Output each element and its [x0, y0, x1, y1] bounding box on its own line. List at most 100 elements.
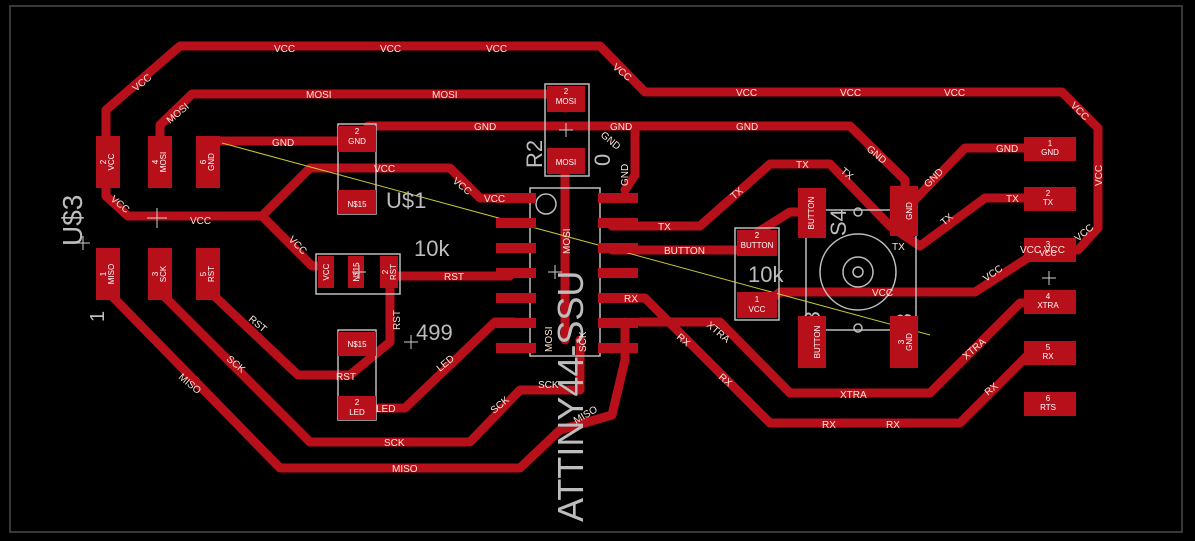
svg-text:3: 3 [897, 339, 906, 344]
svg-text:MOSI: MOSI [556, 97, 576, 106]
r2-pad-bottom[interactable]: MOSI [547, 148, 585, 174]
attiny-right-pads[interactable] [598, 193, 638, 353]
svg-text:SCK: SCK [159, 265, 168, 282]
net-label-vcc: VCC [736, 88, 757, 99]
net-label-vcc: VCC [486, 44, 507, 55]
u3-pin-one-label: 1 [87, 311, 109, 322]
svg-text:2: 2 [755, 231, 760, 240]
res-499-pad-led[interactable]: 2 LED [338, 396, 376, 420]
switch-pad-button-top[interactable]: BUTTON [798, 188, 826, 238]
svg-text:2: 2 [1046, 189, 1051, 198]
attiny-mosi-label: MOSI [562, 228, 573, 254]
svg-text:TX: TX [1043, 198, 1054, 207]
net-label-mosi: MOSI [432, 90, 458, 101]
u1-ref-label: U$1 [386, 188, 426, 213]
led-top-pad-n15[interactable]: N$15 [338, 190, 376, 214]
svg-text:6: 6 [199, 159, 208, 164]
component-u1-group[interactable]: U$1 2 GND N$15 10k VCC N$15 2 RST [315, 123, 453, 421]
ftdi-pad-xtra[interactable]: 4 XTRA [1024, 290, 1076, 314]
ftdi-pad-rx[interactable]: 5 RX [1024, 341, 1076, 365]
net-label-vcc: VCC [374, 164, 395, 175]
net-label-tx: TX [1006, 194, 1019, 205]
svg-text:3: 3 [151, 271, 160, 276]
u3-pad-gnd[interactable]: 6 GND [196, 136, 220, 188]
button-res-pad-vcc[interactable]: 1 VCC [737, 292, 777, 318]
attiny-sck-label: SCK [578, 331, 589, 352]
net-label-rx: RX [886, 420, 900, 431]
net-label-rst: RST [444, 272, 464, 283]
net-label-tx: TX [892, 242, 905, 253]
ftdi-pad-vcc[interactable]: 3 VCC [1024, 238, 1076, 262]
button-res-pad-button[interactable]: 2 BUTTON [737, 230, 777, 256]
attiny-left-pads[interactable] [496, 193, 536, 353]
svg-text:N$15: N$15 [347, 340, 367, 349]
switch-pad-button-bottom[interactable]: BUTTON [798, 316, 826, 368]
svg-text:GND: GND [905, 333, 914, 351]
u3-pad-rst[interactable]: 5 RST [196, 248, 220, 300]
net-label-sck: SCK [384, 438, 405, 449]
svg-text:N$15: N$15 [347, 200, 367, 209]
net-label-vcc: VCC [840, 88, 861, 99]
svg-text:2: 2 [564, 87, 569, 96]
net-label-vcc: VCC [944, 88, 965, 99]
component-ftdi-header[interactable]: 1 GND 2 TX 3 VCC 4 XTRA 5 RX 6 RTS [1024, 137, 1076, 416]
svg-text:2: 2 [355, 127, 360, 136]
svg-text:2: 2 [381, 269, 390, 274]
ftdi-pad-tx[interactable]: 2 TX [1024, 187, 1076, 211]
svg-text:GND: GND [348, 137, 366, 146]
r2-outline [544, 83, 590, 177]
u3-pad-miso[interactable]: 1 MISO [96, 248, 120, 300]
u3-pad-mosi[interactable]: 4 MOSI [148, 136, 172, 188]
svg-text:XTRA: XTRA [1037, 301, 1059, 310]
net-label-vcc: VCC [274, 44, 295, 55]
component-button-resistor[interactable]: 10k 2 BUTTON 1 VCC [734, 227, 784, 321]
r2-value-label: 0 [590, 154, 615, 166]
net-label-sck: SCK [538, 380, 559, 391]
res-499-pad-n15[interactable]: N$15 [338, 332, 376, 356]
net-label-tx: TX [658, 222, 671, 233]
svg-text:MOSI: MOSI [556, 158, 576, 167]
component-attiny44[interactable]: ATTINY44-SSU GND MOSI MOSI SCK [496, 164, 638, 522]
svg-text:RTS: RTS [1040, 403, 1056, 412]
trace-miso [105, 265, 630, 473]
net-label-vcc: VCC [1094, 165, 1105, 186]
net-label-tx: TX [796, 160, 809, 171]
u3-pad-sck[interactable]: 3 SCK [148, 248, 172, 300]
net-label-led: LED [376, 404, 395, 415]
ftdi-pad-gnd[interactable]: 1 GND [1024, 137, 1076, 161]
svg-text:RX: RX [1042, 352, 1054, 361]
res-10k-pad-vcc[interactable]: VCC [318, 256, 334, 288]
trace-vcc-top [101, 41, 1103, 255]
net-label-button: BUTTON [664, 246, 705, 257]
ftdi-pad-rts[interactable]: 6 RTS [1024, 392, 1076, 416]
switch-pad-gnd[interactable]: GND [890, 186, 918, 236]
u3-pad-vcc[interactable]: 2 VCC [96, 136, 120, 188]
net-label-gnd: GND [474, 122, 496, 133]
component-push-switch[interactable]: S4 S4 S3 S3 BUTTON GND BUTTON 3 GND [798, 186, 918, 368]
net-label-rst: RST [336, 372, 356, 383]
net-label-vcc: VCC [872, 288, 893, 299]
svg-text:VCC: VCC [1040, 249, 1057, 258]
svg-text:BUTTON: BUTTON [807, 196, 816, 229]
switch-ring-outer [819, 233, 897, 311]
res-10k-pad-rst[interactable]: 2 RST [380, 256, 398, 288]
attiny-pin1-marker [535, 193, 557, 215]
net-label-gnd: GND [736, 122, 758, 133]
trace-gnd-ftdi [900, 143, 1057, 215]
svg-text:6: 6 [1046, 394, 1051, 403]
board-outline [9, 5, 1183, 533]
switch-pad-gnd-bottom[interactable]: 3 GND [890, 316, 918, 368]
led-top-pad-gnd[interactable]: 2 GND [338, 126, 376, 152]
svg-text:3: 3 [1046, 240, 1051, 249]
r2-pad-top[interactable]: 2 MOSI [547, 86, 585, 112]
component-r2[interactable]: R2 0 2 MOSI MOSI [522, 83, 615, 177]
component-u3-header[interactable]: U$3 1 2 VCC 4 MOSI 6 GND 1 MISO 3 S [57, 136, 220, 322]
net-label-xtra: XTRA [840, 390, 867, 401]
net-label-mosi: MOSI [306, 90, 332, 101]
res-499-value: 499 [416, 320, 453, 345]
net-label-miso: MISO [392, 464, 418, 475]
res-10k-value: 10k [414, 236, 450, 261]
svg-text:4: 4 [151, 159, 160, 164]
net-label-vcc: VCC [484, 194, 505, 205]
